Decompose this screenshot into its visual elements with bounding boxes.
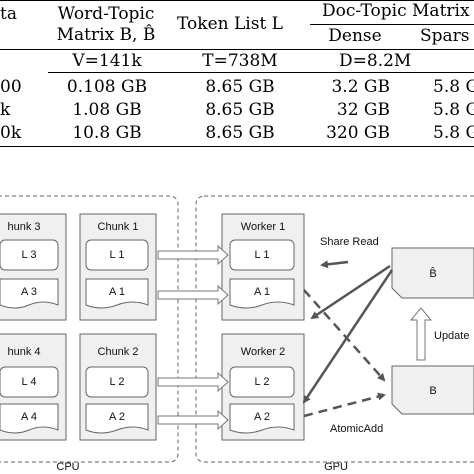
row-word-topic: 1.08 GB: [72, 100, 142, 120]
row-word-topic: 10.8 GB: [72, 123, 142, 143]
share-read-arrow: [310, 264, 391, 320]
row-token: 8.65 GB: [205, 123, 275, 143]
token-list-label: L 3: [21, 249, 37, 261]
row-dense: 320 GB: [326, 123, 390, 143]
worker-title: Worker 1: [240, 221, 286, 233]
update-label: Update: [434, 330, 470, 342]
transfer-arrow: [157, 284, 229, 306]
transfer-arrow: [157, 371, 229, 393]
token-list-box: [229, 239, 295, 271]
atomic-add-arrow: [303, 289, 386, 382]
row-k: 0k: [0, 123, 22, 143]
b-hat-box: [391, 247, 474, 299]
header-data: ta: [0, 4, 17, 24]
token-list-box: [0, 366, 59, 398]
doc-topic-box: [85, 278, 149, 309]
token-list-box: [85, 366, 149, 398]
header-token-list: Token List L: [177, 14, 283, 34]
update-arrow: [409, 307, 433, 361]
row-sparse: 5.8 G: [433, 100, 474, 120]
b-hat-label: B̂: [429, 268, 437, 280]
row-k: k: [0, 100, 11, 120]
gpu-label: GPU: [324, 461, 348, 473]
architecture-diagram: hunk 3 Chunk 1 hunk 4 Chunk 2 L 3 L 1 L …: [0, 190, 474, 474]
worker-title: Worker 2: [240, 346, 286, 358]
doc-topic-label: A 2: [254, 411, 270, 423]
row-sparse: 5.8 G: [433, 77, 474, 97]
header-word-topic-1: Word-Topic: [57, 4, 155, 24]
row-token: 8.65 GB: [205, 77, 275, 97]
doc-topic-subrule: [310, 24, 474, 25]
share-read-arrow: [302, 269, 394, 404]
doc-topic-label: A 1: [254, 286, 270, 298]
memory-table: ta Word-Topic Matrix B, B̂ Token List L …: [0, 0, 474, 160]
token-list-label: L 2: [254, 376, 270, 388]
chunk-title: Chunk 1: [97, 221, 139, 233]
doc-topic-label: A 4: [21, 411, 37, 423]
atomic-add-label: AtomicAdd: [330, 423, 384, 435]
row-sparse: 5.8 G: [433, 123, 474, 143]
row-word-topic: 0.108 GB: [66, 77, 148, 97]
share-read-arrow: [320, 260, 349, 269]
doc-topic-label: A 3: [21, 286, 37, 298]
token-list-label: L 1: [109, 249, 125, 261]
token-list-label: L 4: [21, 376, 37, 388]
param-word-topic: V=141k: [72, 51, 142, 71]
b-box: [391, 365, 474, 415]
param-token: T=738M: [202, 51, 278, 71]
atomic-add-arrow: [303, 392, 386, 418]
header-doc-topic: Doc-Topic Matrix: [322, 1, 470, 21]
row-k: 00: [0, 77, 22, 97]
header-dense: Dense: [328, 26, 382, 46]
share-read-label: Share Read: [320, 236, 379, 248]
token-list-label: L 2: [109, 376, 125, 388]
token-list-box: [0, 239, 59, 271]
transfer-arrow: [157, 409, 229, 431]
header-sparse: Spars: [420, 26, 470, 46]
cpu-label: CPU: [56, 461, 80, 473]
doc-topic-box: [229, 278, 295, 309]
token-list-box: [229, 366, 295, 398]
doc-topic-label: A 1: [109, 286, 125, 298]
gpu-region: [195, 195, 474, 463]
chunk-title: Chunk 2: [97, 346, 139, 358]
table-top-rule: [0, 0, 474, 1]
row-dense: 32 GB: [336, 100, 390, 120]
table-header-rule: [0, 49, 474, 50]
chunk-title: hunk 3: [7, 221, 41, 233]
token-list-label: L 1: [254, 249, 270, 261]
diagram-canvas: [0, 195, 474, 463]
table-bottom-rule: [0, 146, 474, 147]
header-word-topic-2: Matrix B, B̂: [56, 25, 156, 45]
doc-topic-box: [0, 403, 59, 434]
row-token: 8.65 GB: [205, 100, 275, 120]
token-list-box: [85, 239, 149, 271]
b-label: B: [429, 385, 437, 397]
cpu-region: [0, 195, 179, 463]
param-rule: [48, 72, 474, 73]
param-doc: D=8.2M: [339, 51, 412, 71]
chunk-title: hunk 4: [7, 346, 41, 358]
row-dense: 3.2 GB: [331, 77, 390, 97]
doc-topic-box: [229, 403, 295, 434]
doc-topic-box: [85, 403, 149, 434]
doc-topic-box: [0, 278, 59, 309]
transfer-arrow: [157, 244, 229, 266]
doc-topic-label: A 2: [109, 411, 125, 423]
